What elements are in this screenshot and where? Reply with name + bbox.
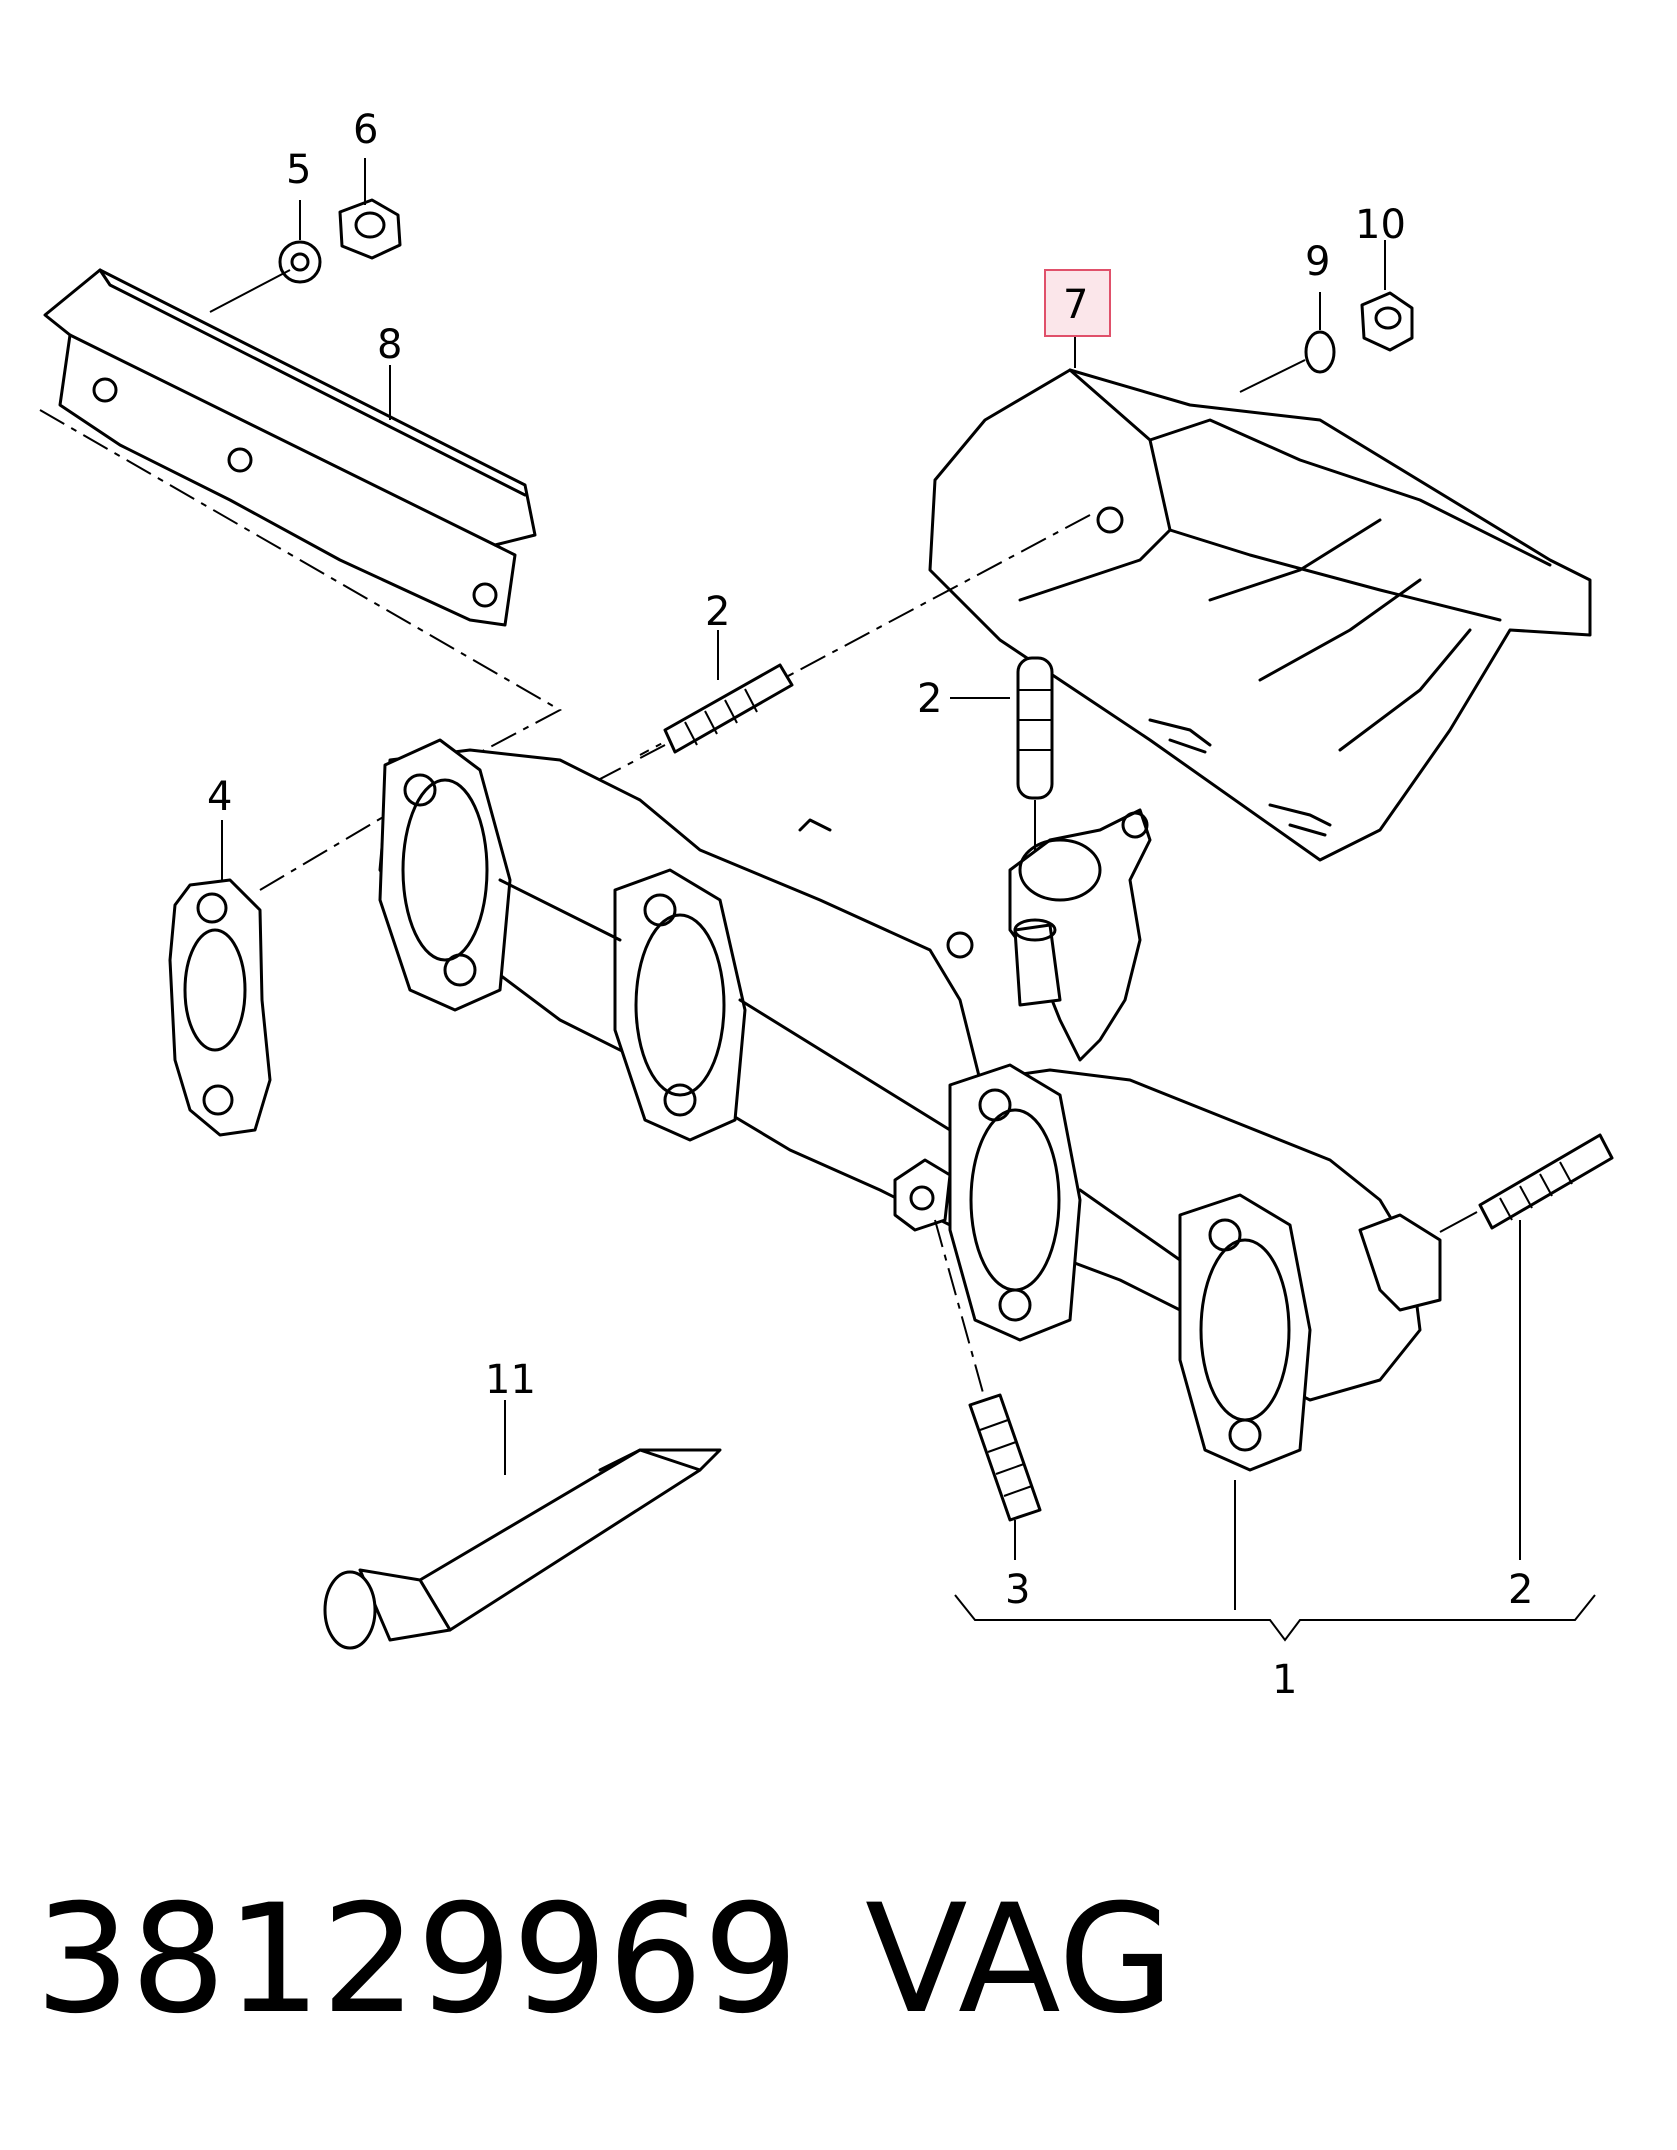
stud-bolt-3 xyxy=(934,1219,1042,1560)
callout-7-highlight xyxy=(1044,269,1111,337)
callout-5: 5 xyxy=(286,147,311,193)
callout-1: 1 xyxy=(1272,1657,1297,1703)
washer-5 xyxy=(278,240,322,284)
brand-name: VAG xyxy=(865,1873,1175,2047)
gasket-4 xyxy=(168,809,396,1137)
stud-bolt-right xyxy=(1439,1133,1614,1560)
callout-2-middle: 2 xyxy=(917,676,942,722)
upper-heat-shield-strip xyxy=(39,268,563,801)
callout-6: 6 xyxy=(353,107,378,153)
callout-3: 3 xyxy=(1005,1567,1030,1613)
callout-9: 9 xyxy=(1305,239,1330,285)
heat-shield-7 xyxy=(639,368,1592,862)
exhaust-manifold-1 xyxy=(378,738,1442,1472)
callout-2-right: 2 xyxy=(1508,1567,1533,1613)
callout-7: 7 xyxy=(1063,282,1088,328)
callout-10: 10 xyxy=(1355,202,1406,248)
callout-8: 8 xyxy=(377,322,402,368)
callout-2-upper: 2 xyxy=(705,589,730,635)
washer-9 xyxy=(1304,330,1336,374)
sealant-tube-11 xyxy=(323,1400,722,1650)
callout-11: 11 xyxy=(485,1357,536,1403)
nut-6 xyxy=(338,198,402,260)
stud-bolt-upper xyxy=(663,663,794,754)
callout-4: 4 xyxy=(207,774,232,820)
stud-bolt-vertical xyxy=(1016,656,1054,920)
nut-10 xyxy=(1360,291,1414,352)
part-number: 38129969 xyxy=(35,1873,799,2047)
